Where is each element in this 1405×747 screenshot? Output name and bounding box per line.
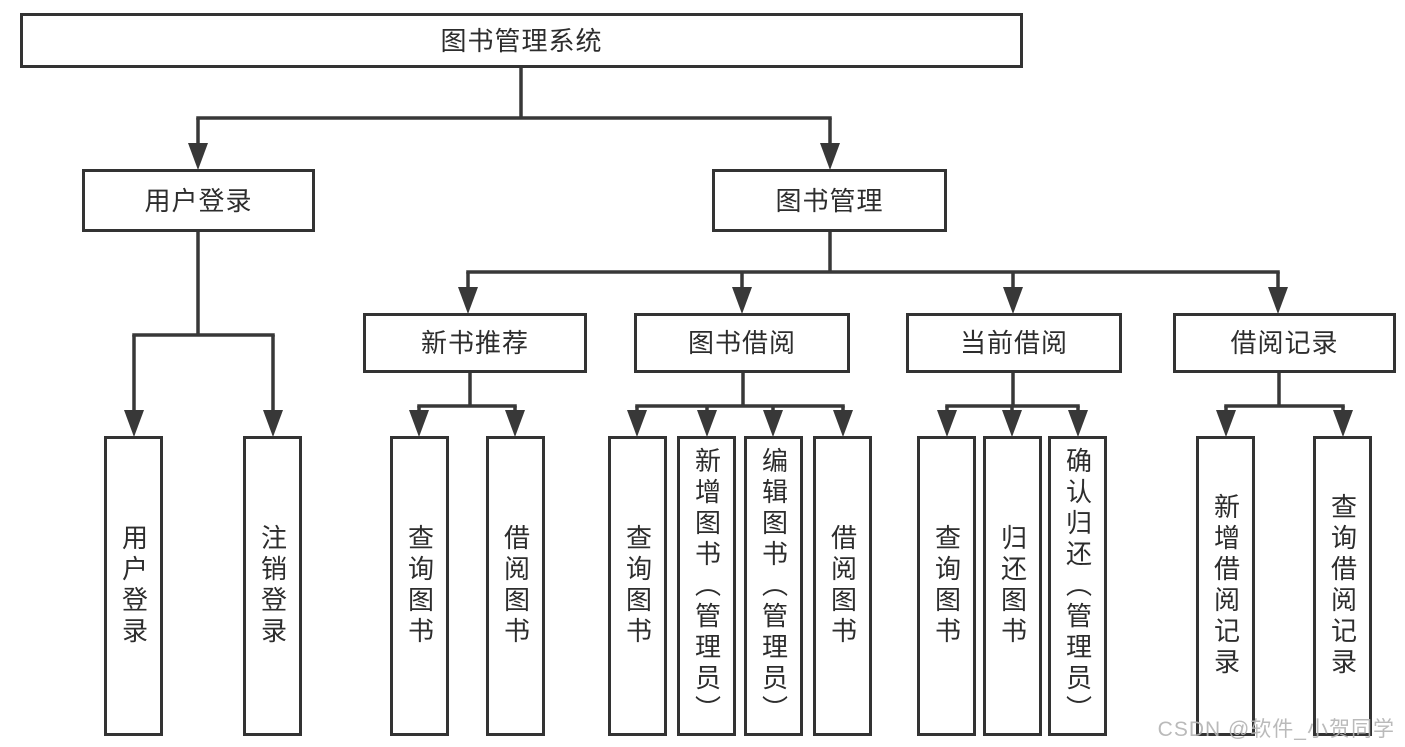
- leaf-query-books-recommend: 查询图书: [390, 436, 449, 736]
- arrowhead-icon: [732, 287, 752, 314]
- node-label: 编辑图书（管理员）: [758, 446, 789, 726]
- node-label: 查询图书: [931, 524, 962, 648]
- node-new-book-recommend: 新书推荐: [363, 313, 587, 373]
- node-label: 新增借阅记录: [1210, 493, 1241, 679]
- arrowhead-icon: [1333, 410, 1353, 437]
- arrowhead-icon: [833, 410, 853, 437]
- arrowhead-icon: [697, 410, 717, 437]
- arrowhead-icon: [124, 410, 144, 437]
- leaf-borrow-books-recommend: 借阅图书: [486, 436, 545, 736]
- arrowhead-icon: [1068, 410, 1088, 437]
- node-label: 图书管理: [775, 185, 884, 216]
- arrowhead-icon: [937, 410, 957, 437]
- leaf-user-login: 用户登录: [104, 436, 163, 736]
- node-label: 图书借阅: [687, 328, 796, 358]
- arrowhead-icon: [1002, 410, 1022, 437]
- arrowhead-icon: [505, 410, 525, 437]
- node-borrow-records: 借阅记录: [1173, 313, 1396, 373]
- arrowhead-icon: [763, 410, 783, 437]
- leaf-return-book: 归还图书: [983, 436, 1042, 736]
- node-current-borrow: 当前借阅: [906, 313, 1122, 373]
- leaf-borrow-books: 借阅图书: [813, 436, 872, 736]
- arrowhead-icon: [627, 410, 647, 437]
- node-label: 确认归还（管理员）: [1062, 446, 1093, 726]
- node-label: 用户登录: [118, 524, 149, 648]
- node-label: 用户登录: [144, 185, 253, 216]
- leaf-query-books-current: 查询图书: [917, 436, 976, 736]
- arrowhead-icon: [458, 287, 478, 314]
- node-label: 注销登录: [257, 524, 288, 648]
- node-label: 借阅图书: [500, 524, 531, 648]
- node-label: 借阅图书: [827, 524, 858, 648]
- arrowhead-icon: [263, 410, 283, 437]
- node-label: 归还图书: [997, 524, 1028, 648]
- leaf-query-books-borrow: 查询图书: [608, 436, 667, 736]
- leaf-edit-book-admin: 编辑图书（管理员）: [744, 436, 803, 736]
- node-library-management-system: 图书管理系统: [20, 13, 1023, 68]
- node-label: 借阅记录: [1230, 328, 1339, 358]
- node-label: 查询图书: [622, 524, 653, 648]
- arrowhead-icon: [188, 143, 208, 170]
- arrowhead-icon: [820, 143, 840, 170]
- leaf-logout: 注销登录: [243, 436, 302, 736]
- node-label: 图书管理系统: [440, 25, 603, 56]
- node-book-borrow: 图书借阅: [634, 313, 850, 373]
- leaf-add-book-admin: 新增图书（管理员）: [677, 436, 736, 736]
- leaf-add-borrow-record: 新增借阅记录: [1196, 436, 1255, 736]
- node-user-login-branch: 用户登录: [82, 169, 315, 232]
- node-label: 新增图书（管理员）: [691, 446, 722, 726]
- arrowhead-icon: [1216, 410, 1236, 437]
- node-label: 查询图书: [404, 524, 435, 648]
- node-label: 当前借阅: [959, 328, 1068, 358]
- leaf-confirm-return-admin: 确认归还（管理员）: [1048, 436, 1107, 736]
- watermark: CSDN @软件_小贺同学: [1157, 718, 1395, 741]
- arrowhead-icon: [409, 410, 429, 437]
- arrowhead-icon: [1003, 287, 1023, 314]
- arrowhead-icon: [1268, 287, 1288, 314]
- node-label: 新书推荐: [420, 328, 529, 358]
- node-book-management-branch: 图书管理: [712, 169, 947, 232]
- leaf-query-borrow-record: 查询借阅记录: [1313, 436, 1372, 736]
- node-label: 查询借阅记录: [1327, 493, 1358, 679]
